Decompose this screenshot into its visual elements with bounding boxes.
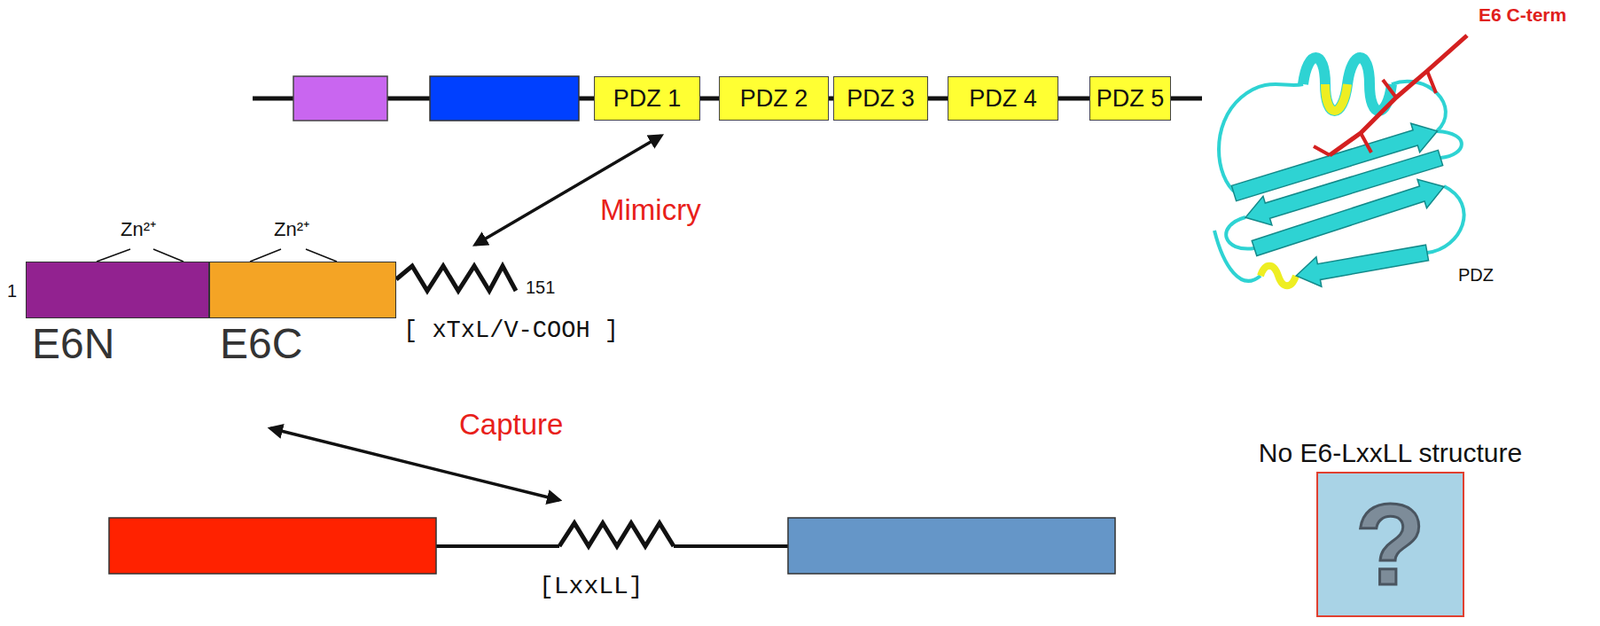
peptide-label: E6 C-term (1478, 5, 1567, 24)
domain-name: PDZ 1 (613, 86, 682, 111)
domain-box (293, 76, 388, 121)
domain-name: E6N (31, 322, 115, 366)
domain-name: PDZ 5 (1096, 86, 1165, 111)
protein-backbone (436, 544, 560, 548)
missing-structure-box: No E6-LxxLL structure? (1316, 471, 1465, 617)
pdz-domain-box: PDZ 4 (947, 76, 1059, 121)
domain-box (788, 517, 1116, 574)
mechanism-label: Mimicry (600, 195, 702, 225)
question-mark: ? (1355, 486, 1426, 602)
interaction-arrow (475, 135, 662, 245)
pdz-domain-box: PDZ 3 (833, 76, 929, 121)
interaction-arrow (270, 428, 560, 500)
disordered-tail (396, 265, 516, 291)
e6n-domain: E6N (25, 261, 210, 319)
domain-name: PDZ 4 (968, 86, 1038, 111)
protein-backbone (673, 544, 789, 548)
domain-name: PDZ 3 (846, 86, 915, 111)
residue-number: 1 (7, 281, 17, 300)
zinc-bond (96, 249, 337, 262)
mechanism-label: Capture (459, 409, 563, 439)
e6c-domain: E6C (209, 261, 397, 319)
pdz-structure (1214, 35, 1468, 291)
heading-text: No E6-LxxLL structure (1258, 439, 1522, 467)
domain-name: E6C (219, 322, 303, 366)
motif-label: [ xTxL/V-COOH ] (403, 319, 619, 344)
pdz-domain-box: PDZ 2 (718, 76, 829, 121)
motif-zigzag (559, 522, 674, 547)
zinc-label: Zn²⁺ (120, 219, 157, 240)
pdz-domain-box: PDZ 5 (1089, 76, 1172, 121)
zinc-label: Zn²⁺ (273, 219, 310, 240)
domain-box (109, 517, 437, 574)
structure-label: PDZ (1458, 265, 1494, 284)
motif-label: [LxxLL] (538, 574, 644, 600)
domain-box (429, 76, 579, 121)
residue-number: 151 (525, 278, 555, 297)
pdz-domain-box: PDZ 1 (593, 76, 701, 121)
domain-name: PDZ 2 (740, 86, 809, 111)
